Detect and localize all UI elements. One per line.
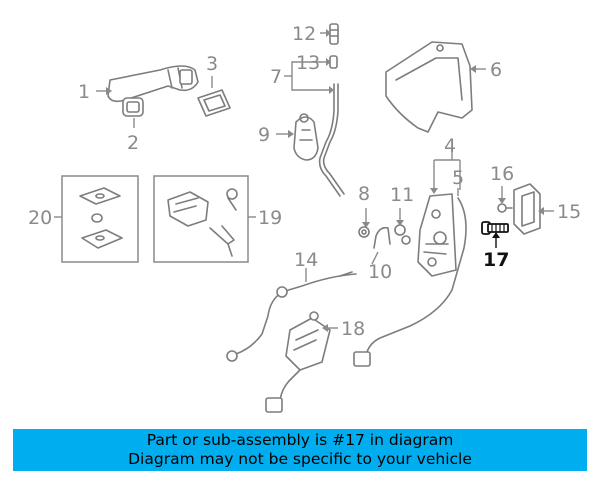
pad-kit-box bbox=[61, 175, 139, 263]
callout-4: 4 bbox=[444, 135, 456, 157]
banner-line-2: Diagram may not be specific to your vehi… bbox=[128, 450, 472, 468]
callout-4-bracket bbox=[433, 150, 461, 190]
fastener-8-part bbox=[358, 226, 370, 238]
banner-line-1: Part or sub-assembly is #17 in diagram bbox=[146, 431, 454, 449]
callout-16: 16 bbox=[490, 163, 514, 185]
callout-15: 15 bbox=[557, 201, 581, 223]
rod-clip-part bbox=[293, 113, 319, 161]
callout-12: 12 bbox=[292, 23, 316, 45]
callout-17: 17 bbox=[483, 249, 509, 271]
callout-19: 19 bbox=[258, 207, 282, 229]
bolt-17-part bbox=[481, 221, 509, 235]
callout-7: 7 bbox=[270, 66, 282, 88]
cable-14-part bbox=[226, 271, 357, 362]
callout-11: 11 bbox=[390, 184, 414, 206]
door-latch-part bbox=[417, 193, 457, 277]
cover-gasket-part bbox=[197, 89, 231, 117]
fastener-11-part bbox=[394, 224, 411, 245]
callout-5: 5 bbox=[452, 167, 464, 189]
callout-3: 3 bbox=[206, 53, 218, 75]
info-banner: Part or sub-assembly is #17 in diagram D… bbox=[13, 429, 587, 471]
handle-gasket-part bbox=[122, 97, 144, 117]
lock-rod-part bbox=[318, 23, 345, 197]
callout-2: 2 bbox=[127, 132, 139, 154]
water-shield-part bbox=[385, 41, 473, 133]
callout-13: 13 bbox=[296, 52, 320, 74]
bolt-16-part bbox=[497, 203, 513, 213]
callout-20: 20 bbox=[28, 207, 52, 229]
callout-8: 8 bbox=[358, 183, 370, 205]
callout-1-leader bbox=[96, 87, 112, 95]
callout-9: 9 bbox=[258, 124, 270, 146]
callout-10-leader bbox=[371, 251, 379, 265]
callout-1: 1 bbox=[78, 81, 90, 103]
lock-cylinder-kit-box bbox=[153, 175, 249, 263]
striker-part bbox=[513, 183, 541, 235]
release-cable-part bbox=[353, 197, 467, 367]
rod-10-part bbox=[373, 226, 391, 249]
parts-diagram: 1 2 3 12 13 7 9 6 bbox=[28, 23, 581, 413]
callout-10: 10 bbox=[368, 261, 392, 283]
callout-6: 6 bbox=[490, 59, 502, 81]
callout-18: 18 bbox=[341, 318, 365, 340]
callout-14: 14 bbox=[294, 249, 318, 271]
outside-handle-part bbox=[107, 65, 199, 103]
actuator-18-part bbox=[265, 311, 331, 413]
